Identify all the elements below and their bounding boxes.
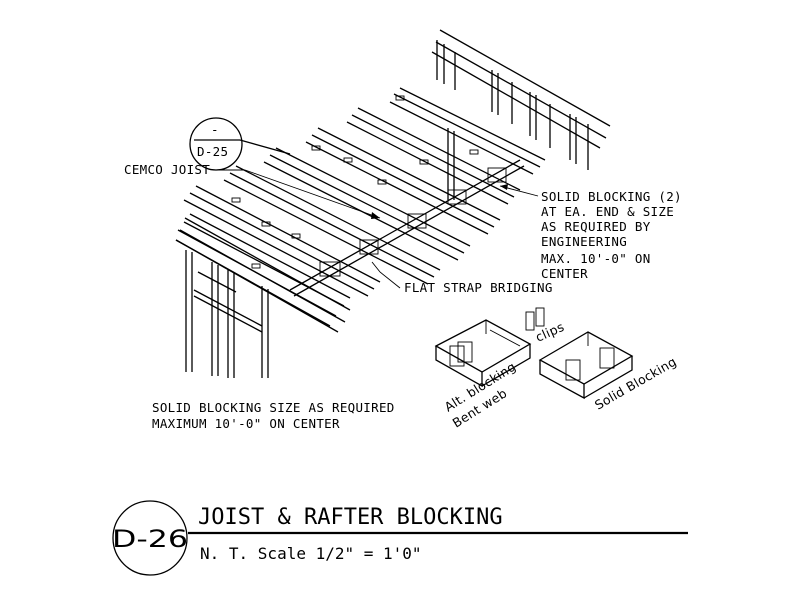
callout-sheet-ref: D-25	[197, 144, 228, 159]
label-solid-blocking-note-6: CENTER	[541, 266, 588, 281]
joists	[175, 87, 546, 327]
label-solid-blocking-note-4: ENGINEERING	[541, 234, 627, 249]
label-bottom-note-2: MAXIMUM 10'-0" ON CENTER	[152, 416, 340, 431]
front-wall	[175, 217, 351, 378]
annotations: CEMCO JOIST SOLID BLOCKING (2) AT EA. EN…	[124, 162, 682, 431]
label-solid-blocking-note-2: AT EA. END & SIZE	[541, 204, 674, 219]
label-clips: clips	[533, 319, 566, 345]
label-solid-blocking-note-1: SOLID BLOCKING (2)	[541, 189, 682, 204]
detail-id: D-26	[112, 525, 188, 553]
label-solid-blocking-note-5: MAX. 10'-0" ON	[541, 251, 651, 266]
back-wall	[431, 29, 611, 200]
callout-d25: - D-25	[189, 117, 291, 171]
callout-section-mark: -	[211, 122, 219, 137]
clips-sketch	[525, 307, 545, 331]
title-block: D-26 JOIST & RAFTER BLOCKING N. T. Scale…	[112, 500, 688, 576]
label-flat-strap-bridging: FLAT STRAP BRIDGING	[404, 280, 553, 295]
detail-title: JOIST & RAFTER BLOCKING	[198, 505, 503, 530]
sketch-labels: clips Alt. blocking Bent web Solid Block…	[442, 319, 679, 431]
label-cemco-joist: CEMCO JOIST	[124, 162, 210, 177]
flat-strap-bridging	[289, 159, 525, 297]
solid-blocking-sketch	[538, 331, 634, 400]
label-solid-blocking: Solid Blocking	[592, 354, 679, 413]
label-bottom-note-1: SOLID BLOCKING SIZE AS REQUIRED	[152, 400, 395, 415]
alt-blocking-sketch	[434, 319, 532, 388]
label-solid-blocking-note-3: AS REQUIRED BY	[541, 219, 651, 234]
detail-scale: N. T. Scale 1/2" = 1'0"	[200, 544, 422, 563]
